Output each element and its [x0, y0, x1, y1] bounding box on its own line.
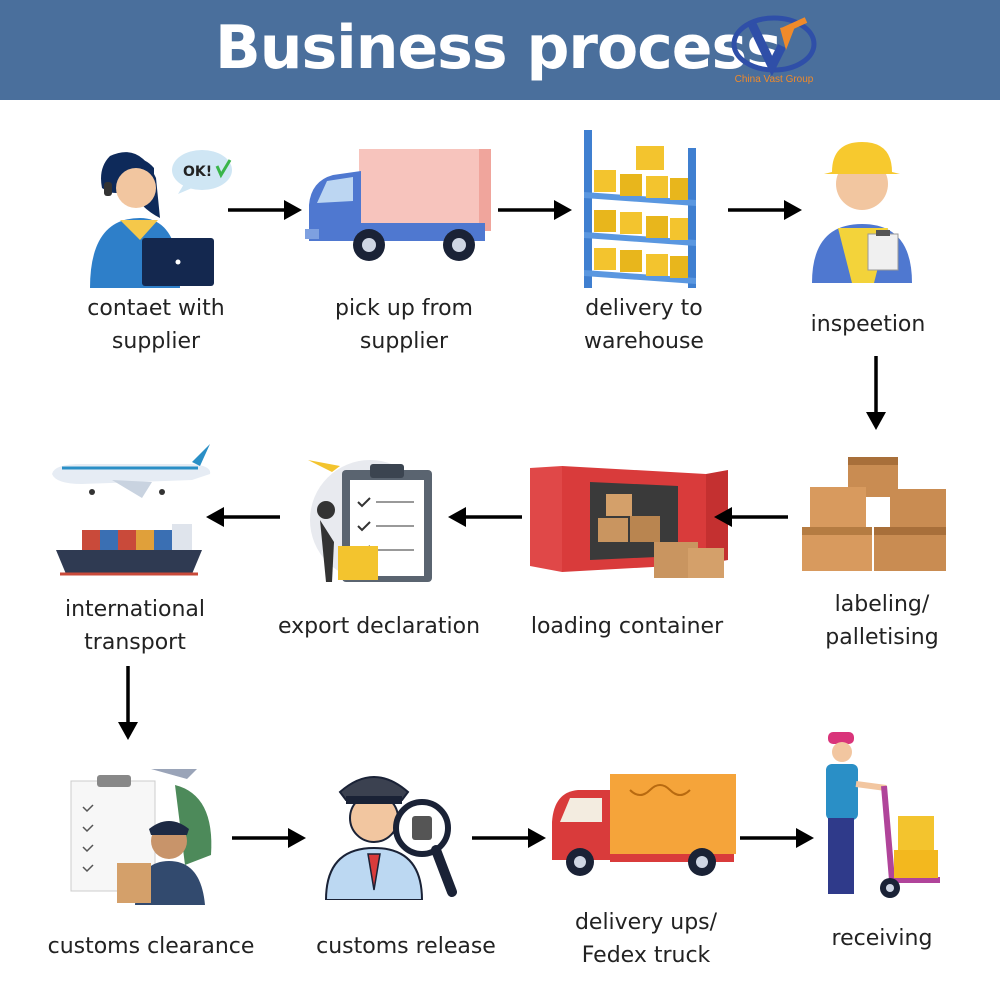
header-bar: Business process China Vast Group: [0, 0, 1000, 100]
arrow-left-1: [714, 507, 788, 527]
van-icon: [305, 149, 491, 261]
step-label-labeling: labeling/palletising: [825, 592, 939, 650]
customs-officer-icon: [70, 769, 212, 905]
step-label-receiving: receiving: [831, 926, 933, 951]
operator-icon: OK!: [90, 150, 232, 288]
container-icon: [530, 466, 728, 578]
arrow-right-5: [472, 828, 546, 848]
officer-magnifier-icon: [324, 776, 457, 900]
arrow-right-6: [740, 828, 814, 848]
arrow-right-1: [228, 200, 302, 220]
china-vast-logo: China Vast Group: [724, 10, 824, 92]
boxes-icon: [802, 457, 946, 571]
svg-text:OK!: OK!: [183, 164, 212, 180]
arrow-left-3: [206, 507, 280, 527]
warehouse-shelf-icon: [584, 130, 696, 288]
clipboard-icon: [308, 460, 432, 582]
step-label-delivery-truck: delivery ups/Fedex truck: [574, 910, 718, 968]
step-label-customs-release: customs release: [316, 934, 496, 959]
hand-truck-icon: [826, 732, 940, 898]
arrow-down-2: [118, 666, 138, 740]
plane-ship-icon: [52, 444, 211, 576]
arrow-right-3: [728, 200, 802, 220]
step-label-inspection: inspeetion: [810, 312, 926, 337]
step-label-loading-container: loading container: [530, 614, 724, 639]
step-label-customs-clearance: customs clearance: [47, 934, 255, 959]
delivery-truck-icon: [552, 774, 736, 876]
arrow-right-4: [232, 828, 306, 848]
logo-text: China Vast Group: [734, 74, 814, 85]
page-title: Business process: [215, 13, 782, 83]
inspector-icon: [812, 142, 912, 283]
arrow-right-2: [498, 200, 572, 220]
step-label-export-declaration: export declaration: [277, 614, 481, 639]
arrow-left-2: [448, 507, 522, 527]
arrow-down-1: [866, 356, 886, 430]
